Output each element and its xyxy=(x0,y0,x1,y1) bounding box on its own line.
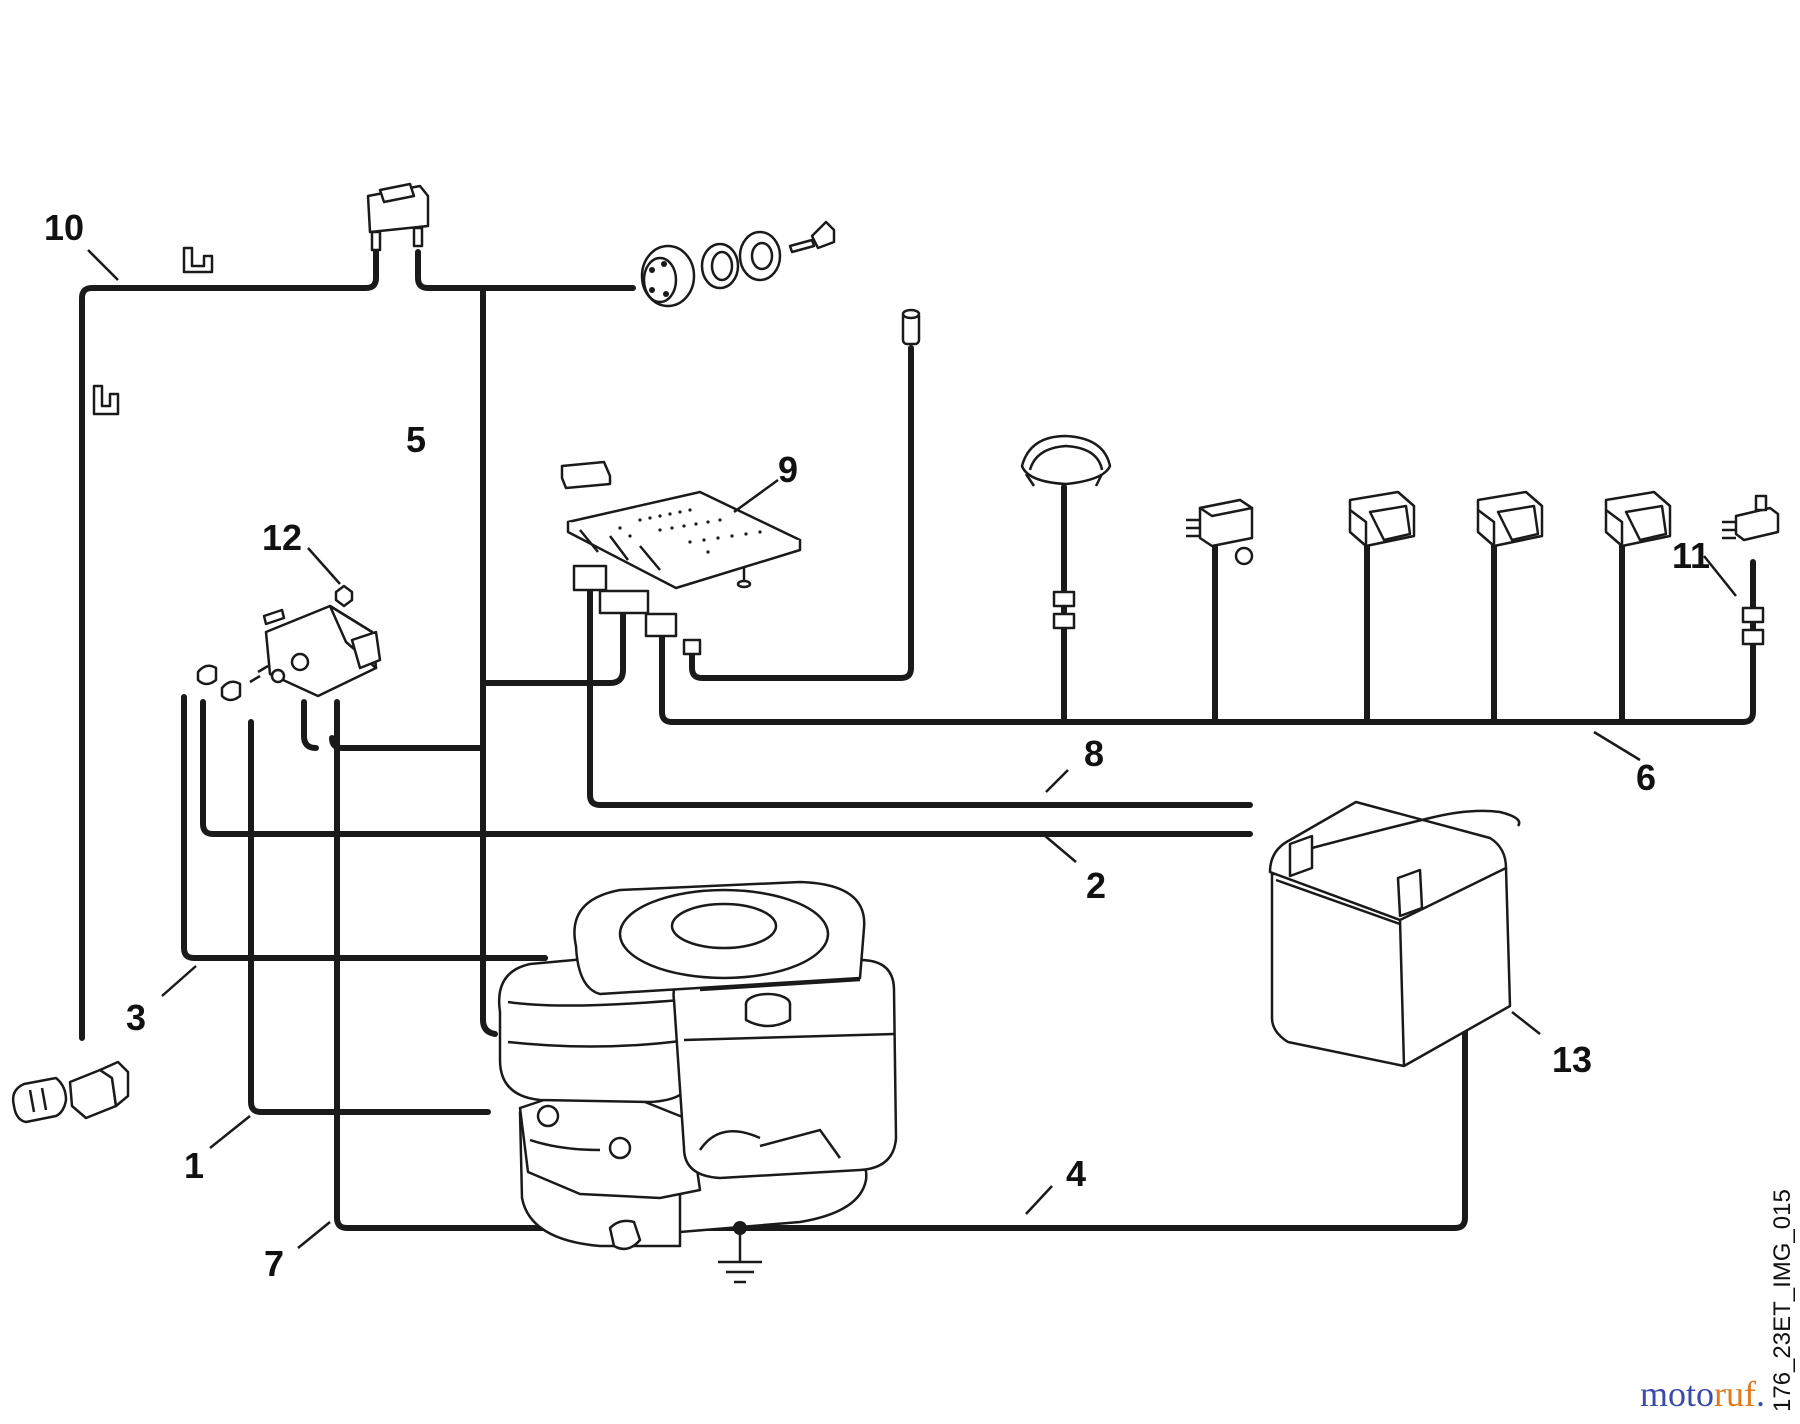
watermark: motoruf. xyxy=(1640,1374,1765,1414)
rocker-switch-a xyxy=(1348,490,1416,548)
circuit-board xyxy=(566,490,802,590)
watermark-part1: moto xyxy=(1640,1374,1714,1414)
callout-9: 9 xyxy=(778,449,798,490)
callout-4: 4 xyxy=(1066,1153,1086,1194)
callout-8: 8 xyxy=(1084,733,1104,774)
ground-symbol xyxy=(718,1221,762,1284)
watermark-part2: ruf xyxy=(1714,1374,1756,1414)
wire-7 xyxy=(334,699,743,1231)
wire-4 xyxy=(737,905,1468,1231)
starter-solenoid xyxy=(196,584,382,702)
watermark-suffix: . xyxy=(1756,1374,1765,1414)
callout-5: 5 xyxy=(406,419,426,460)
callout-12: 12 xyxy=(262,517,302,558)
wire-2 xyxy=(200,699,1253,837)
wire-5-branch-relay xyxy=(329,735,486,751)
callout-10: 10 xyxy=(44,207,84,248)
wire-sensor xyxy=(689,345,914,681)
wire-10 xyxy=(79,249,379,1041)
ignition-switch xyxy=(640,220,836,308)
fuse-block xyxy=(560,460,612,490)
top-switch xyxy=(366,182,430,252)
wire-clips xyxy=(92,246,214,416)
callout-2: 2 xyxy=(1086,865,1106,906)
wire-relay-loop xyxy=(301,699,319,751)
battery xyxy=(1268,800,1521,1068)
engine xyxy=(497,880,898,1251)
reference-code: 176_23ET_IMG_015 xyxy=(1769,1189,1796,1412)
horn xyxy=(1020,434,1112,487)
rocker-switch-c xyxy=(1604,490,1672,548)
wire-5-trunk xyxy=(480,285,498,1037)
callout-7: 7 xyxy=(264,1243,284,1284)
callout-6: 6 xyxy=(1636,757,1656,798)
sensor xyxy=(901,308,921,346)
wire-board-a xyxy=(575,612,626,686)
callout-3: 3 xyxy=(126,997,146,1038)
wire-ignition xyxy=(415,249,636,291)
wire-6-bus xyxy=(659,559,1756,725)
callout-11: 11 xyxy=(1672,535,1710,576)
inline-connectors xyxy=(572,564,1765,656)
wire-3 xyxy=(181,694,548,961)
wire-harness xyxy=(79,249,1756,1231)
lamp xyxy=(11,1060,130,1124)
micro-switch xyxy=(1722,494,1780,542)
leader-lines xyxy=(87,249,1737,1249)
bus-relay xyxy=(1186,498,1254,566)
wire-1 xyxy=(248,719,491,1115)
callout-1: 1 xyxy=(184,1145,204,1186)
callouts: 10 5 12 9 11 8 6 2 13 3 1 4 7 xyxy=(44,207,1710,1284)
callout-13: 13 xyxy=(1552,1039,1592,1080)
wire-8 xyxy=(587,587,1253,808)
rocker-switch-b xyxy=(1476,490,1544,548)
